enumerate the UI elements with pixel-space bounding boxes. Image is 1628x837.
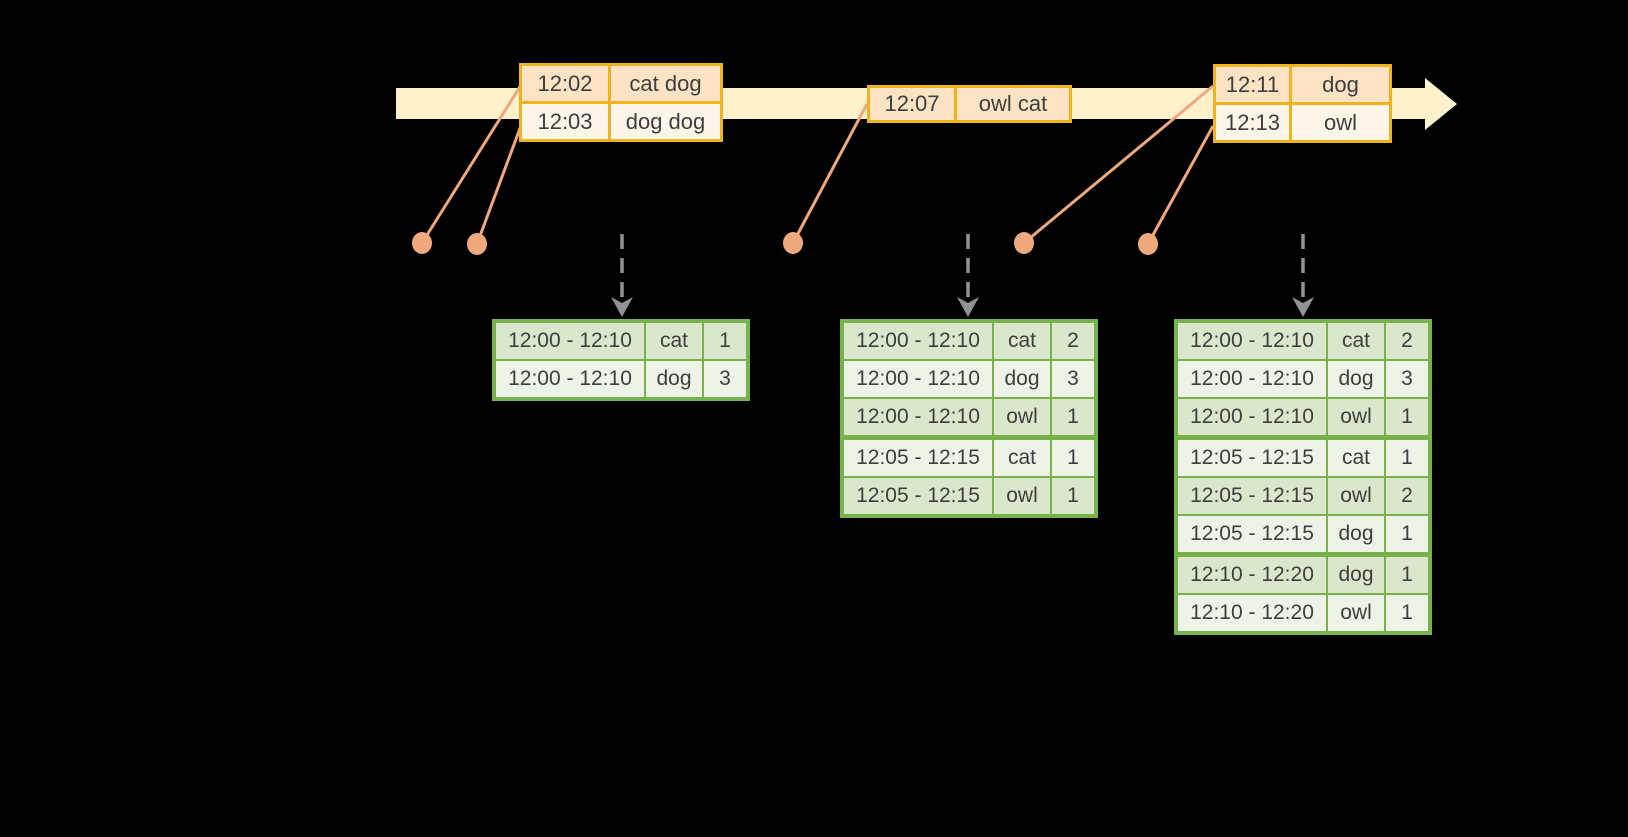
count-cell: 3: [1386, 361, 1428, 397]
count-cell: 3: [704, 361, 746, 397]
count-cell: 1: [1052, 478, 1094, 514]
count-cell: 2: [1386, 323, 1428, 359]
event-connector-line: [1146, 125, 1215, 245]
window-cell: 12:00 - 12:10: [1178, 323, 1326, 359]
window-cell: 12:05 - 12:15: [1178, 478, 1326, 514]
event-dot: [1138, 233, 1158, 255]
window-cell: 12:10 - 12:20: [1178, 595, 1326, 631]
window-cell: 12:00 - 12:10: [496, 361, 644, 397]
window-cell: 12:00 - 12:10: [1178, 361, 1326, 397]
event-connector-line: [791, 103, 869, 244]
count-cell: 3: [1052, 361, 1094, 397]
table-row: 12:05 - 12:15 dog 1: [1178, 516, 1428, 552]
count-cell: 2: [1052, 323, 1094, 359]
window-cell: 12:05 - 12:15: [1178, 516, 1326, 552]
word-cell: owl: [994, 478, 1050, 514]
word-cell: owl: [1328, 478, 1384, 514]
count-cell: 1: [1386, 399, 1428, 435]
word-cell: dog: [1328, 516, 1384, 552]
word-cell: cat: [1328, 323, 1384, 359]
event-words-cell: owl cat: [957, 88, 1069, 120]
event-words-cell: dog dog: [611, 104, 720, 139]
window-cell: 12:05 - 12:15: [1178, 440, 1326, 476]
event-table-1: 12:02 cat dog 12:03 dog dog: [519, 63, 723, 142]
table-row: 12:10 - 12:20 dog 1: [1178, 557, 1428, 593]
table-row: 12:00 - 12:10 cat 1: [496, 323, 746, 359]
event-time-cell: 12:13: [1216, 105, 1289, 140]
count-cell: 1: [1386, 595, 1428, 631]
event-dot: [783, 232, 803, 254]
word-cell: cat: [646, 323, 702, 359]
event-words-cell: cat dog: [611, 66, 720, 101]
word-cell: dog: [994, 361, 1050, 397]
count-cell: 1: [1052, 440, 1094, 476]
table-row: 12:00 - 12:10 cat 2: [1178, 323, 1428, 359]
window-cell: 12:05 - 12:15: [844, 478, 992, 514]
trigger-arrowhead-icon: [957, 297, 979, 317]
window-cell: 12:00 - 12:10: [844, 399, 992, 435]
event-words-cell: owl: [1292, 105, 1389, 140]
event-time-axis-arrowhead-icon: [1425, 78, 1457, 130]
count-cell: 1: [1386, 440, 1428, 476]
table-row: 12:00 - 12:10 dog 3: [844, 361, 1094, 397]
event-dot: [412, 232, 432, 254]
table-row: 12:00 - 12:10 owl 1: [1178, 399, 1428, 435]
window-cell: 12:00 - 12:10: [844, 323, 992, 359]
count-cell: 1: [1386, 516, 1428, 552]
word-cell: cat: [994, 323, 1050, 359]
event-time-cell: 12:11: [1216, 67, 1289, 102]
table-row: 12:05 - 12:15 cat 1: [844, 440, 1094, 476]
word-cell: owl: [994, 399, 1050, 435]
event-table-3: 12:11 dog 12:13 owl: [1213, 64, 1392, 143]
table-row: 12:05 - 12:15 owl 1: [844, 478, 1094, 514]
event-connector-line: [1023, 84, 1214, 245]
event-table-2: 12:07 owl cat: [867, 85, 1072, 123]
table-row: 12:10 - 12:20 owl 1: [1178, 595, 1428, 631]
table-row: 12:00 - 12:10 dog 3: [496, 361, 746, 397]
event-dot: [1014, 232, 1034, 254]
word-cell: owl: [1328, 595, 1384, 631]
result-table-1: 12:00 - 12:10 cat 1 12:00 - 12:10 dog 3: [492, 319, 750, 401]
word-cell: dog: [1328, 361, 1384, 397]
count-cell: 1: [704, 323, 746, 359]
table-row: 12:00 - 12:10 owl 1: [844, 399, 1094, 435]
trigger-arrowhead-icon: [611, 297, 633, 317]
window-cell: 12:00 - 12:10: [496, 323, 644, 359]
window-cell: 12:00 - 12:10: [844, 361, 992, 397]
word-cell: cat: [994, 440, 1050, 476]
window-cell: 12:00 - 12:10: [1178, 399, 1326, 435]
count-cell: 2: [1386, 478, 1428, 514]
table-row: 12:05 - 12:15 cat 1: [1178, 440, 1428, 476]
event-words-cell: dog: [1292, 67, 1389, 102]
table-row: 12:00 - 12:10 cat 2: [844, 323, 1094, 359]
window-cell: 12:05 - 12:15: [844, 440, 992, 476]
word-cell: owl: [1328, 399, 1384, 435]
count-cell: 1: [1386, 557, 1428, 593]
window-cell: 12:10 - 12:20: [1178, 557, 1326, 593]
event-dot: [467, 233, 487, 255]
event-time-cell: 12:03: [522, 104, 608, 139]
event-connector-line: [475, 122, 524, 245]
result-table-3: 12:00 - 12:10 cat 2 12:00 - 12:10 dog 3 …: [1174, 319, 1432, 635]
result-table-2: 12:00 - 12:10 cat 2 12:00 - 12:10 dog 3 …: [840, 319, 1098, 518]
word-cell: cat: [1328, 440, 1384, 476]
word-cell: dog: [1328, 557, 1384, 593]
table-row: 12:05 - 12:15 owl 2: [1178, 478, 1428, 514]
event-time-cell: 12:07: [870, 88, 954, 120]
table-row: 12:00 - 12:10 dog 3: [1178, 361, 1428, 397]
word-cell: dog: [646, 361, 702, 397]
event-time-cell: 12:02: [522, 66, 608, 101]
event-connector-line: [420, 84, 523, 244]
count-cell: 1: [1052, 399, 1094, 435]
trigger-arrowhead-icon: [1292, 297, 1314, 317]
